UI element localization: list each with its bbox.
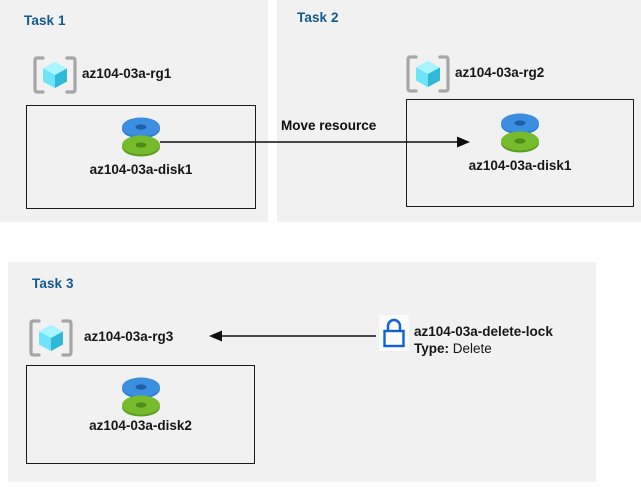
resource-group-icon xyxy=(33,55,77,95)
resource-label-disk1-task1: az104-03a-disk1 xyxy=(89,162,193,177)
delete-lock-arrow xyxy=(209,330,376,342)
managed-disk-icon xyxy=(118,115,164,159)
move-resource-arrow xyxy=(160,136,470,148)
resource-group-icon xyxy=(406,54,450,94)
delete-lock-type-row: Type: Delete xyxy=(414,340,553,357)
panel-title-task-1: Task 1 xyxy=(24,13,66,28)
panel-title-task-3: Task 3 xyxy=(32,276,74,291)
delete-lock-text: az104-03a-delete-lock Type: Delete xyxy=(414,323,553,357)
resource-label-disk1-task2: az104-03a-disk1 xyxy=(468,158,572,173)
lock-icon xyxy=(379,315,409,351)
delete-lock-name: az104-03a-delete-lock xyxy=(414,324,553,339)
resource-group-label-rg3: az104-03a-rg3 xyxy=(84,329,174,344)
resource-group-icon xyxy=(29,318,73,358)
managed-disk-icon xyxy=(118,375,164,419)
move-resource-label: Move resource xyxy=(281,118,377,133)
resource-group-label-rg2: az104-03a-rg2 xyxy=(455,65,545,80)
resource-group-label-rg1: az104-03a-rg1 xyxy=(82,66,172,81)
panel-title-task-2: Task 2 xyxy=(297,10,339,25)
managed-disk-icon xyxy=(497,111,543,155)
delete-lock-type-key: Type: xyxy=(414,341,453,356)
delete-lock-type-value: Delete xyxy=(452,341,492,356)
resource-container-task-1 xyxy=(26,105,256,209)
resource-label-disk2-task3: az104-03a-disk2 xyxy=(89,418,192,433)
